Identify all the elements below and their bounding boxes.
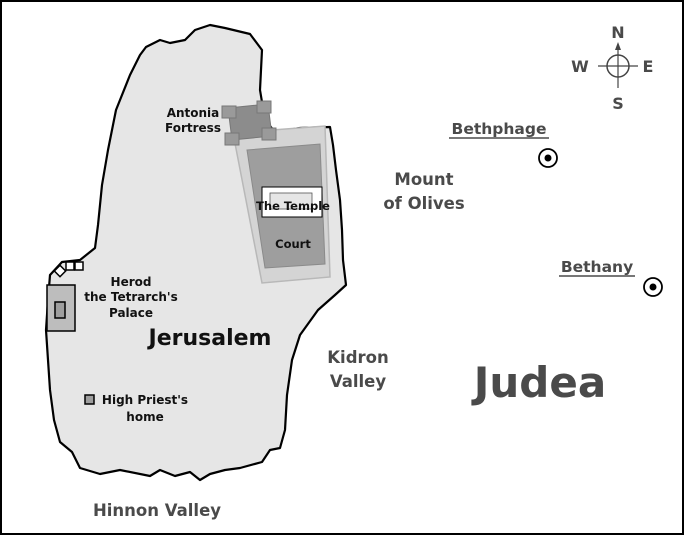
antonia-tower-nw bbox=[221, 105, 237, 119]
high-priest-label-line1: High Priest's bbox=[102, 393, 188, 407]
high-priest-home-marker bbox=[84, 394, 95, 405]
compass-north-label: N bbox=[611, 23, 624, 42]
antonia-label-line2: Fortress bbox=[165, 121, 221, 135]
compass-east-label: E bbox=[643, 57, 654, 76]
herod-label-line2: the Tetrarch's bbox=[84, 290, 177, 304]
kidron-label-line1: Kidron bbox=[327, 348, 388, 367]
palace-tower-1 bbox=[53, 264, 67, 278]
temple-label: The Temple bbox=[256, 199, 330, 213]
temple-sanctuary bbox=[269, 192, 313, 210]
bethphage-marker-dot bbox=[544, 154, 552, 162]
judea-label: Judea bbox=[471, 358, 606, 407]
mount-olives-label-line2: of Olives bbox=[383, 194, 465, 213]
hinnon-valley-label: Hinnon Valley bbox=[93, 501, 221, 520]
palace-tower-3 bbox=[74, 261, 84, 271]
mount-olives-label-line1: Mount bbox=[394, 170, 453, 189]
high-priest-label-line2: home bbox=[126, 410, 163, 424]
antonia-tower-sw bbox=[224, 132, 240, 146]
herod-label-line1: Herod bbox=[111, 275, 152, 289]
bethany-marker-dot bbox=[649, 283, 657, 291]
bethany-label: Bethany bbox=[561, 258, 633, 276]
compass-rose bbox=[598, 42, 638, 88]
jerusalem-label: Jerusalem bbox=[147, 326, 272, 351]
palace-tower-2 bbox=[65, 261, 75, 271]
kidron-label-line2: Valley bbox=[330, 372, 387, 391]
antonia-label-line1: Antonia bbox=[167, 106, 220, 120]
court-label: Court bbox=[275, 237, 311, 251]
antonia-tower-se bbox=[261, 127, 277, 141]
herod-label-line3: Palace bbox=[109, 306, 153, 320]
antonia-tower-ne bbox=[256, 100, 272, 114]
compass-west-label: W bbox=[571, 57, 589, 76]
bethphage-label: Bethphage bbox=[452, 120, 547, 138]
herod-palace-inner bbox=[54, 301, 66, 319]
compass-south-label: S bbox=[612, 94, 624, 113]
